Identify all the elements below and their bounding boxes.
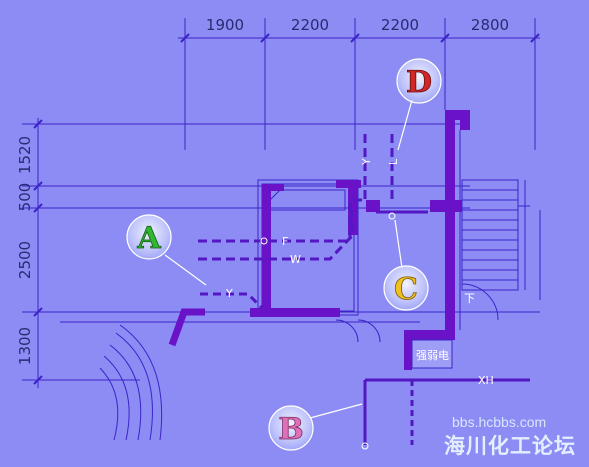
label-y-lower: Y — [225, 287, 233, 300]
door-swing-stair — [461, 283, 499, 321]
callout-c: C — [383, 265, 429, 311]
electrical-panel — [411, 339, 453, 369]
dim-top-2: 2200 — [291, 16, 329, 34]
walls — [250, 110, 470, 370]
callout-b-letter: B — [278, 412, 303, 447]
riser-node-c — [388, 212, 396, 220]
label-xh: XH — [478, 374, 494, 387]
stairs — [461, 179, 519, 291]
label-panel: 强弱电 — [416, 349, 449, 362]
riser-node-f — [260, 237, 268, 245]
dim-left-4: 1300 — [16, 327, 34, 365]
callout-a-letter: A — [136, 221, 161, 256]
dim-left-2: 500 — [16, 183, 34, 212]
dim-top-3: 2200 — [381, 16, 419, 34]
top-dimension-lines — [178, 18, 540, 150]
door-swing-2 — [357, 319, 381, 343]
door-swing-1 — [335, 319, 359, 343]
label-l: L — [387, 158, 400, 165]
label-f: F — [282, 235, 288, 248]
balcony-wall — [168, 308, 205, 347]
callout-c-letter: C — [394, 272, 418, 307]
label-down: 下 — [464, 292, 475, 305]
dim-left-1: 1520 — [16, 136, 34, 174]
label-w: W — [290, 253, 301, 266]
watermark-site: 海川化工论坛 — [444, 434, 576, 458]
curved-balcony — [99, 324, 163, 441]
label-y-upper: Y — [360, 158, 373, 166]
callout-leaders — [164, 99, 413, 419]
dim-top-4: 2800 — [471, 16, 509, 34]
dim-top-1: 1900 — [206, 16, 244, 34]
riser-node-b — [361, 442, 369, 450]
pipe-lines — [198, 134, 530, 445]
callout-d-letter: D — [406, 65, 432, 100]
callout-d: D — [396, 58, 442, 104]
dim-left-3: 2500 — [16, 241, 34, 279]
left-dimension-lines — [22, 118, 460, 388]
callout-a: A — [126, 214, 172, 260]
watermark-url: bbs.hcbbs.com — [452, 414, 546, 430]
callout-b: B — [268, 405, 314, 451]
